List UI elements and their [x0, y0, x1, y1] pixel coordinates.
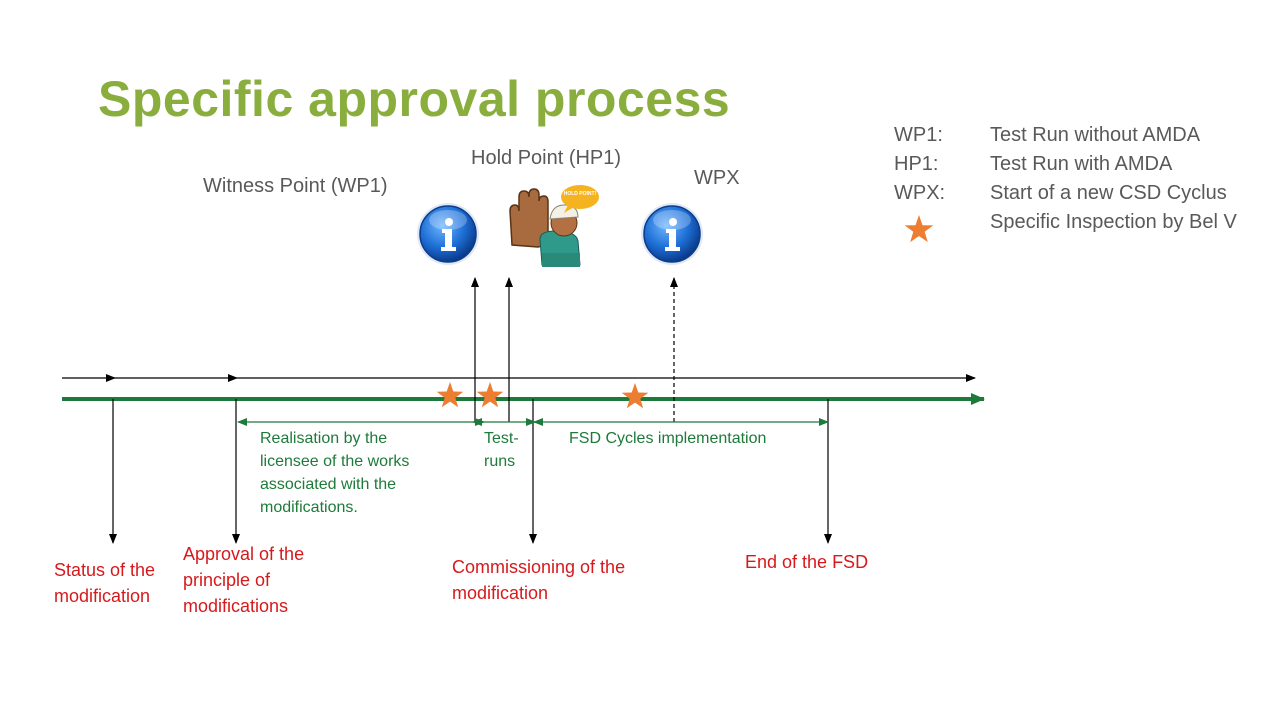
legend-star-icon	[904, 215, 934, 243]
legend-value-wpx: Start of a new CSD Cyclus	[990, 182, 1227, 204]
fsd-cycles-label: FSD Cycles implementation	[569, 430, 767, 447]
legend-value-wp1: Test Run without AMDA	[990, 124, 1201, 146]
legend-key-hp1: HP1:	[894, 153, 939, 175]
star-icon	[621, 383, 649, 409]
inspection-stars	[436, 215, 934, 409]
hold-sign-text: HOLD POINT!	[564, 191, 597, 197]
approval-label: Approval of the principle of modificatio…	[183, 544, 305, 616]
hold-point-worker-icon: HOLD POINT!	[509, 185, 599, 267]
witness-point-label: Witness Point (WP1)	[203, 175, 388, 197]
info-icon	[641, 203, 703, 265]
upper-timeline	[62, 374, 976, 382]
realisation-label: Realisation by the licensee of the works…	[260, 430, 410, 516]
info-icon	[417, 203, 479, 265]
legend-value-hp1: Test Run with AMDA	[990, 153, 1173, 175]
end-fsd-label: End of the FSD	[745, 552, 869, 572]
star-icon	[476, 382, 504, 408]
legend-value-star: Specific Inspection by Bel V	[990, 211, 1237, 233]
hold-point-label: Hold Point (HP1)	[471, 147, 622, 169]
page-title: Specific approval process	[98, 71, 731, 127]
timeline-tick-arrow	[228, 374, 238, 382]
star-icon	[436, 382, 464, 408]
test-runs-label: Test-runs	[484, 430, 519, 470]
commissioning-label: Commissioning of the modification	[452, 557, 626, 603]
status-label: Status of the modification	[54, 560, 156, 606]
timeline-tick-arrow	[106, 374, 116, 382]
legend-key-wp1: WP1:	[894, 124, 943, 146]
legend-key-wpx: WPX:	[894, 182, 946, 204]
wpx-label: WPX	[694, 167, 740, 189]
